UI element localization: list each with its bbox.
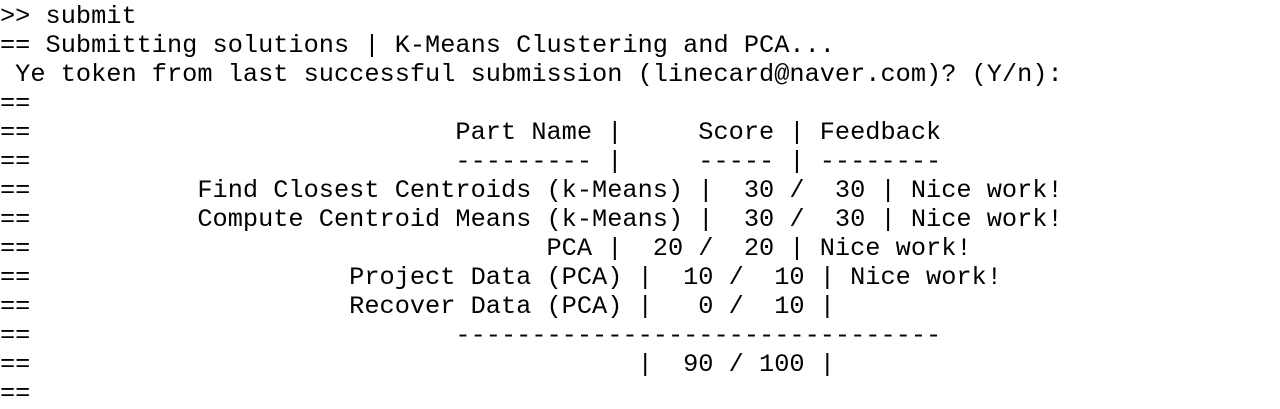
token-prompt-line: Ye token from last successful submission…	[0, 60, 1063, 89]
separator-line: ==	[0, 379, 31, 408]
submitting-status-line: == Submitting solutions | K-Means Cluste…	[0, 31, 835, 60]
separator-line: ==	[0, 89, 31, 118]
table-header-line: == Part Name | Score | Feedback	[0, 118, 942, 147]
total-score-line: == | 90 / 100 |	[0, 350, 835, 379]
table-row: == Find Closest Centroids (k-Means) | 30…	[0, 176, 1063, 205]
table-row: == Compute Centroid Means (k-Means) | 30…	[0, 205, 1063, 234]
total-rule-line: == --------------------------------	[0, 321, 942, 350]
table-underline-line: == --------- | ----- | --------	[0, 147, 942, 176]
command-prompt-line: >> submit	[0, 2, 137, 31]
table-row: == PCA | 20 / 20 | Nice work!	[0, 234, 972, 263]
table-row: == Recover Data (PCA) | 0 / 10 |	[0, 292, 835, 321]
table-row: == Project Data (PCA) | 10 / 10 | Nice w…	[0, 263, 1002, 292]
